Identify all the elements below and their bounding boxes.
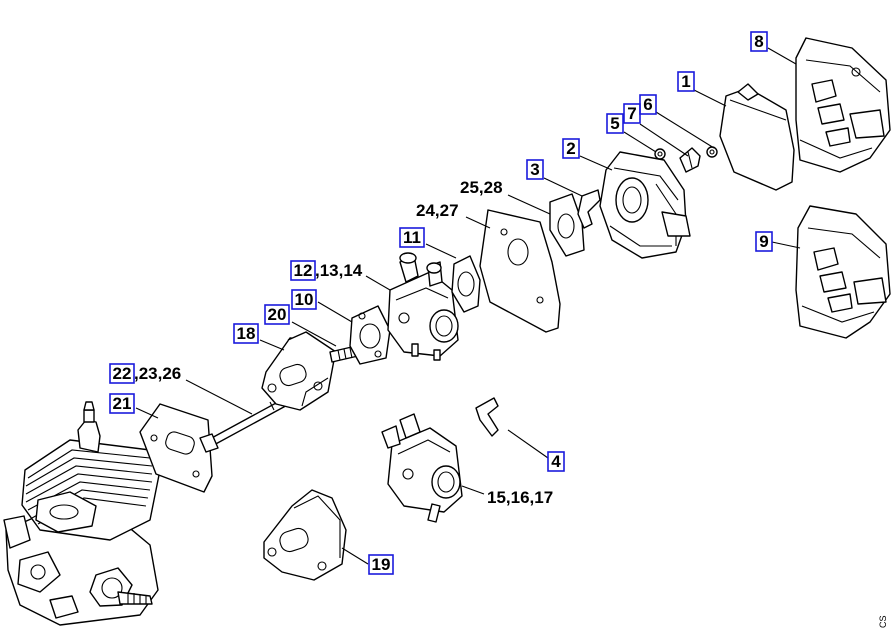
gasket-11 (451, 255, 481, 313)
callout-2-text: 2 (566, 139, 575, 158)
nut-5 (654, 148, 666, 160)
callout-11: 11 (399, 227, 425, 248)
callout-12-text: 12 (294, 261, 313, 280)
callout-1-text: 1 (681, 72, 690, 91)
callout-6-text: 6 (643, 95, 652, 114)
engine-cylinder-illustration (3, 401, 161, 626)
callout-6: 6 (639, 94, 657, 115)
filter-cover-8 (795, 37, 891, 173)
callout-12-13-14: 12 ,13,14 (290, 260, 363, 281)
callout-19: 19 (368, 554, 394, 575)
callout-24-27-text: 24,27 (416, 201, 459, 220)
filter-base-2 (599, 151, 691, 259)
callout-24-27: 24,27 (416, 201, 459, 220)
callout-8: 8 (750, 31, 768, 52)
callout-5: 5 (606, 113, 624, 134)
callout-8-text: 8 (754, 32, 763, 51)
callout-3-upper-text: 3 (530, 160, 539, 179)
callout-9-text: 9 (759, 232, 768, 251)
callout-2: 2 (562, 138, 580, 159)
callout-5-text: 5 (610, 114, 619, 133)
corner-code: CS (878, 615, 888, 628)
callout-22-23-26: 22 ,23,26 (109, 363, 181, 384)
carburetor-12 (387, 252, 459, 361)
callout-7: 7 (623, 103, 641, 124)
gasket-10 (349, 305, 391, 365)
callout-23-26-text: ,23,26 (134, 364, 181, 383)
callout-1: 1 (677, 71, 695, 92)
callout-21-text: 21 (113, 394, 132, 413)
callout-3-upper: 3 (526, 159, 544, 180)
base-plate-24 (479, 209, 561, 333)
callout-9: 9 (755, 231, 773, 252)
leader-lines (135, 47, 801, 565)
choke-lever-3 (577, 189, 601, 229)
callout-10: 10 (291, 289, 317, 310)
callout-15-16-17: 15,16,17 (487, 488, 553, 507)
callout-20: 20 (264, 304, 290, 325)
callout-22-text: 22 (113, 364, 132, 383)
callout-21: 21 (109, 393, 135, 414)
callout-11-text: 11 (403, 228, 421, 247)
intake-manifold-19 (263, 489, 347, 581)
callout-13-14-text: ,13,14 (315, 261, 363, 280)
intake-gasket-21 (139, 403, 213, 493)
lever-4 (475, 397, 499, 437)
callout-4: 4 (547, 451, 565, 472)
gasket-25 (549, 193, 585, 257)
callout-18-text: 18 (237, 324, 256, 343)
callout-7-text: 7 (627, 104, 636, 123)
air-filter-1 (719, 83, 795, 191)
callout-10-text: 10 (295, 290, 314, 309)
callout-25-28: 25,28 (460, 178, 503, 197)
callout-25-28-text: 25,28 (460, 178, 503, 197)
carburetor-15 (381, 413, 463, 523)
filter-cover-9 (795, 205, 891, 339)
callout-18: 18 (233, 323, 259, 344)
callout-20-text: 20 (268, 305, 287, 324)
callout-19-text: 19 (372, 555, 391, 574)
intake-manifold-18 (261, 331, 337, 411)
washer-6 (706, 146, 718, 158)
callout-4-text: 4 (551, 452, 561, 471)
bracket-7 (679, 147, 701, 173)
callout-15-16-17-text: 15,16,17 (487, 488, 553, 507)
